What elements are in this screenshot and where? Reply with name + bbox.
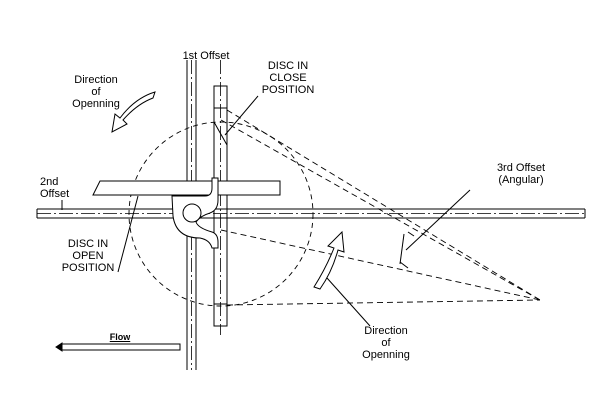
- leader-3rd-offset: [405, 189, 471, 251]
- label-2nd-offset: 2nd Offset: [40, 176, 90, 200]
- label-3rd-offset-line-2: (Angular): [498, 174, 544, 186]
- label-disc-close-line-1: DISC IN: [267, 60, 309, 72]
- label-direction-top-line-1: Direction: [74, 74, 118, 86]
- disc-close-slash: [213, 121, 228, 146]
- flow-arrow: [55, 342, 181, 352]
- label-direction-bottom-line-3: Openning: [362, 349, 410, 361]
- label-2nd-offset-line-2: Offset: [40, 188, 70, 200]
- label-direction-top: Direction of Openning: [56, 74, 136, 110]
- angular-offset-ticks: [399, 231, 415, 269]
- label-direction-bottom-line-2: of: [381, 337, 391, 349]
- label-disc-open-line-3: POSITION: [61, 262, 115, 274]
- label-2nd-offset-line-1: 2nd: [40, 176, 59, 188]
- arrow-top-direction: [111, 91, 156, 133]
- label-disc-close: DISC IN CLOSE POSITION: [248, 60, 328, 96]
- label-direction-bottom: Direction of Openning: [346, 325, 426, 361]
- hinge-hub: [171, 177, 219, 249]
- arrow-bottom-direction: [313, 230, 345, 290]
- cone-edge: [226, 109, 541, 301]
- label-direction-top-line-2: of: [91, 86, 101, 98]
- label-direction-bottom-line-1: Direction: [364, 325, 408, 337]
- swing-arc-circle: [128, 121, 314, 307]
- label-3rd-offset-line-1: 3rd Offset: [496, 162, 546, 174]
- label-flow: Flow: [109, 332, 131, 342]
- label-disc-close-line-2: CLOSE: [269, 72, 307, 84]
- label-disc-open-line-1: DISC IN: [67, 238, 109, 250]
- disc-open-plate: [92, 180, 281, 196]
- angular-offset-rays: [220, 119, 541, 306]
- label-leaders: [61, 95, 371, 327]
- label-3rd-offset: 3rd Offset (Angular): [476, 162, 566, 186]
- label-direction-top-line-3: Openning: [72, 98, 120, 110]
- label-disc-close-line-3: POSITION: [261, 84, 315, 96]
- label-1st-offset: 1st Offset: [182, 50, 230, 62]
- label-disc-open-line-2: OPEN: [72, 250, 104, 262]
- label-disc-open: DISC IN OPEN POSITION: [48, 238, 128, 274]
